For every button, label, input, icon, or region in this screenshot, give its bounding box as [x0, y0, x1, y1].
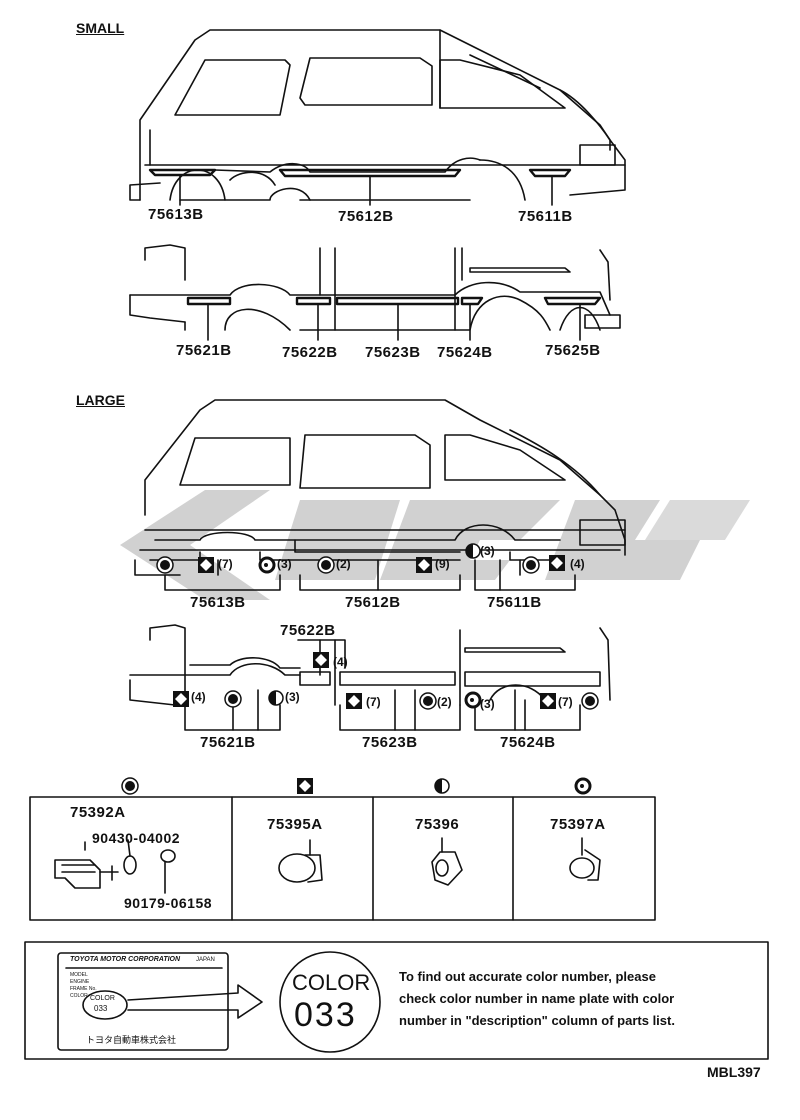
color-badge-label: COLOR	[292, 970, 371, 995]
part-label: 75623B	[362, 734, 418, 751]
fastener-symbol-round	[121, 777, 139, 795]
clip-drawing-75396	[431, 837, 463, 886]
quantity-label: (3)	[285, 690, 300, 704]
part-label: 75612B	[345, 594, 401, 611]
note-line: check color number in name plate with co…	[399, 991, 675, 1006]
section-large-title: LARGE	[76, 392, 125, 408]
name-plate	[57, 952, 229, 1051]
quantity-label: (7)	[366, 695, 381, 709]
watermark-logo	[120, 490, 750, 600]
fastener-symbol-ring	[258, 556, 276, 574]
fastener-symbol-round	[317, 556, 335, 574]
quantity-label: (7)	[218, 557, 233, 571]
section-small-title: SMALL	[76, 20, 125, 36]
quantity-label: (3)	[277, 557, 292, 571]
quantity-label: (2)	[336, 557, 351, 571]
fastener-symbol-diamond	[549, 555, 565, 571]
part-label: 75611B	[518, 208, 573, 225]
fastener-symbol-round	[156, 556, 174, 574]
quantity-label: (9)	[435, 557, 450, 571]
fastener-symbol-diamond	[540, 693, 556, 709]
plate-color-label: COLOR	[90, 995, 115, 1002]
part-label: 75622B	[282, 344, 338, 361]
part-label: 75612B	[338, 208, 394, 225]
reference-code: MBL397	[707, 1064, 761, 1080]
clip-drawing-75392A	[54, 839, 176, 894]
fastener-part-75396: 75396	[415, 816, 460, 833]
fastener-part-75397A: 75397A	[550, 816, 606, 833]
part-label: 75624B	[500, 734, 556, 751]
fastener-table	[29, 796, 656, 921]
color-info-box	[24, 941, 769, 1060]
clip-drawing-75397A	[569, 837, 601, 881]
part-label: 75611B	[487, 594, 542, 611]
color-badge-code: 033	[294, 996, 357, 1034]
fastener-symbol-diamond	[198, 557, 214, 573]
fastener-part-75392A: 75392A	[70, 804, 126, 821]
quantity-label: (4)	[570, 557, 585, 571]
color-badge-circle	[279, 951, 381, 1053]
part-label: 75622B	[280, 622, 336, 639]
quantity-label: (4)	[191, 690, 206, 704]
fastener-symbol-diamond	[297, 778, 313, 794]
fastener-symbol-round	[581, 692, 599, 710]
large-van-left-side	[134, 399, 626, 591]
part-label: 75621B	[200, 734, 256, 751]
plate-japanese-text: トヨタ自動車株式会社	[86, 1035, 177, 1045]
small-van-left-side	[129, 29, 626, 206]
quantity-label: (3)	[480, 697, 495, 711]
note-line: To find out accurate color number, pleas…	[399, 969, 656, 984]
quantity-label: (2)	[437, 695, 452, 709]
fastener-part-75395A: 75395A	[267, 816, 323, 833]
fastener-symbol-round	[224, 690, 242, 708]
part-label: 75613B	[190, 594, 246, 611]
fastener-symbol-half	[465, 543, 481, 559]
part-label: 75623B	[365, 344, 421, 361]
plate-company: TOYOTA MOTOR CORPORATION	[70, 956, 181, 963]
note-line: number in "description" column of parts …	[399, 1013, 675, 1028]
small-van-right-side	[129, 244, 621, 341]
plate-color-code: 033	[94, 1004, 108, 1013]
fastener-subpart: 90430-04002	[92, 830, 181, 846]
fastener-symbol-round	[522, 556, 540, 574]
part-label: 75613B	[148, 206, 204, 223]
quantity-label: (4)	[333, 655, 348, 669]
fastener-symbol-diamond	[173, 691, 189, 707]
part-label: 75625B	[545, 342, 601, 359]
fastener-subpart: 90179-06158	[124, 895, 213, 911]
fastener-symbol-half	[268, 690, 284, 706]
fastener-symbol-ring	[574, 777, 592, 795]
fastener-symbol-diamond	[346, 693, 362, 709]
quantity-label: (7)	[558, 695, 573, 709]
part-label: 75624B	[437, 344, 493, 361]
fastener-symbol-diamond	[416, 557, 432, 573]
fastener-symbol-half	[434, 778, 450, 794]
part-label: 75621B	[176, 342, 232, 359]
fastener-symbol-round	[419, 692, 437, 710]
quantity-label: (3)	[480, 544, 495, 558]
plate-country: JAPAN	[196, 957, 215, 963]
fastener-symbol-diamond	[313, 652, 329, 668]
fastener-symbol-ring	[464, 691, 482, 709]
large-van-right-side	[129, 624, 611, 731]
clip-drawing-75395A	[278, 839, 323, 883]
